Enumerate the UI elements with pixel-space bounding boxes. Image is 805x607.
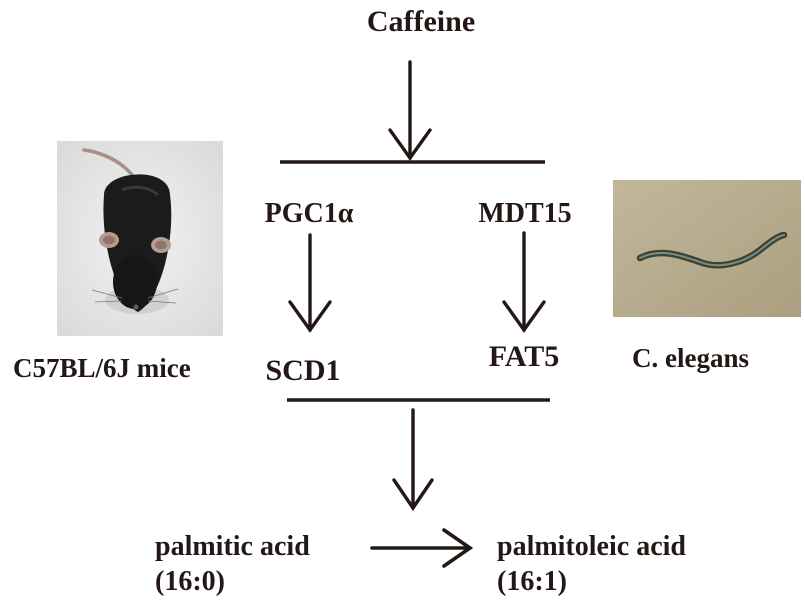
merge-arrow xyxy=(392,408,434,512)
caffeine-label: Caffeine xyxy=(367,5,475,38)
mdt15-to-fat5-arrow xyxy=(502,231,546,333)
pgc1a-to-scd1-arrow xyxy=(288,233,332,333)
pgc1a-label: PGC1α xyxy=(265,198,354,229)
fat5-label: FAT5 xyxy=(489,340,560,373)
mouse-organism-label: C57BL/6J mice xyxy=(13,353,191,383)
worm-photo-icon xyxy=(613,180,801,317)
worm-organism-label: C. elegans xyxy=(632,343,749,373)
mouse-photo-icon xyxy=(57,141,223,336)
scd1-label: SCD1 xyxy=(265,354,340,387)
caffeine-arrow xyxy=(388,60,432,161)
palmitic-acid-label: palmitic acid xyxy=(155,531,310,562)
palmitoleic-acid-label: palmitoleic acid xyxy=(497,531,686,562)
palmitoleic-acid-notation: (16:1) xyxy=(497,566,567,597)
mdt15-label: MDT15 xyxy=(478,198,571,229)
palmitic-acid-notation: (16:0) xyxy=(155,566,225,597)
conversion-arrow xyxy=(370,528,474,568)
